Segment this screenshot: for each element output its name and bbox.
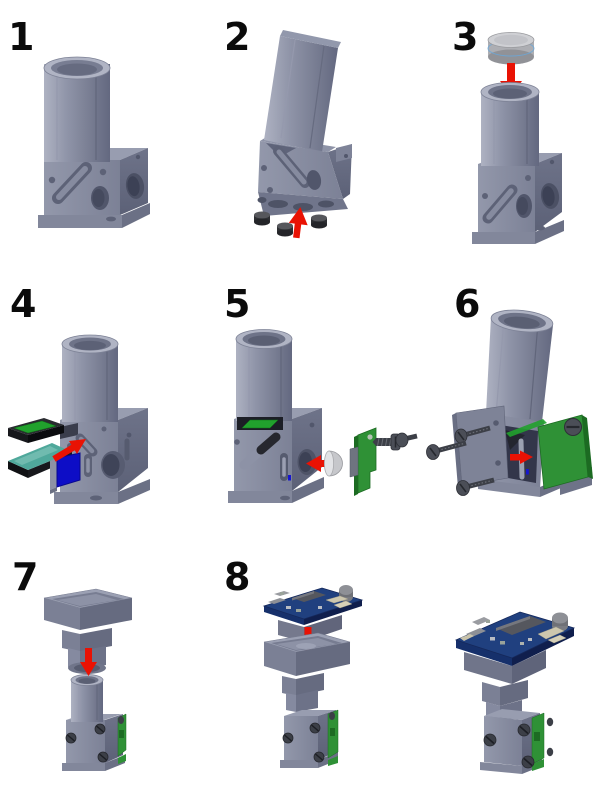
green-pcb-edge (327, 709, 339, 766)
screw (454, 425, 491, 444)
front-slot (52, 162, 92, 204)
screw-head (546, 747, 554, 757)
step-8-panel: 8 (224, 555, 364, 768)
disc-magnet (311, 214, 327, 229)
insert-arrow-icon (510, 450, 533, 464)
installed-excitation-filter (506, 419, 547, 437)
blue-detail (288, 475, 291, 481)
thumbscrew (564, 418, 582, 436)
step-1-panel: 1 (8, 15, 150, 228)
mounting-plate (452, 405, 509, 488)
emission-filter (50, 452, 81, 494)
fully-assembled-module (454, 611, 576, 774)
step-6-panel: 6 (395, 282, 593, 497)
insert-arrow-icon (288, 207, 308, 239)
screw-head (65, 732, 77, 744)
magnet-pocket (268, 200, 288, 208)
screw-head (309, 722, 321, 734)
condenser-lens (324, 450, 343, 477)
screw-head (483, 733, 497, 747)
camera-tray-adapter (43, 588, 133, 674)
filter-slot-opening (60, 423, 78, 439)
main-housing-body (478, 309, 568, 497)
final-assembly-panel (454, 611, 576, 774)
front-slot (482, 184, 518, 224)
green-pcb-edge (117, 713, 127, 764)
insert-arrow-icon (80, 648, 97, 676)
front-slot (273, 146, 310, 188)
main-housing-body (472, 82, 564, 244)
main-housing-body (54, 334, 150, 504)
screw-head (517, 723, 531, 737)
step-2-panel: 2 (224, 15, 352, 239)
screw-head (521, 755, 535, 769)
plate-hole (493, 420, 499, 426)
disc-magnet (277, 222, 293, 237)
step-number: 8 (224, 555, 250, 599)
base-underside (257, 192, 348, 216)
pcb-component (349, 446, 359, 478)
pcb-hole (367, 434, 373, 440)
screw (372, 433, 401, 451)
step-number: 7 (12, 555, 38, 599)
installed-excitation-filter (241, 419, 279, 429)
step-number: 4 (10, 282, 36, 326)
screw-head (97, 751, 109, 763)
front-hole (99, 168, 107, 176)
screw-head (313, 751, 325, 763)
main-housing-body-tilted (257, 30, 352, 216)
step-number: 3 (452, 15, 478, 59)
screw (426, 440, 467, 460)
green-pcb (349, 427, 377, 496)
magnet-pocket (293, 203, 313, 211)
front-hole (48, 176, 56, 184)
step-number: 5 (224, 282, 250, 326)
assembled-body (62, 674, 127, 771)
excitation-filter (8, 418, 64, 443)
step-4-panel: 4 (8, 282, 150, 504)
green-pcb-edge (531, 712, 554, 771)
screw (456, 477, 495, 496)
step-3-panel: 3 (452, 15, 564, 244)
main-housing-body (38, 56, 150, 228)
screw-head (329, 712, 335, 720)
assembled-body-with-tray (263, 632, 351, 768)
step-number: 1 (8, 15, 34, 59)
screw-head (546, 717, 554, 727)
pcb-components (460, 612, 568, 645)
main-housing-body (228, 329, 324, 503)
screw-head (118, 716, 124, 724)
step-7-panel: 7 (12, 555, 133, 771)
screw-partial (395, 432, 418, 448)
lens-disc (487, 32, 535, 65)
pcb-components (268, 585, 353, 612)
step-number: 2 (224, 15, 250, 59)
camera-pcb (262, 585, 364, 642)
disc-magnet (254, 211, 270, 226)
step-number: 6 (454, 282, 480, 326)
diagonal-rod (239, 432, 281, 470)
magnet-pocket (318, 200, 334, 208)
screw-head (282, 732, 294, 744)
plate-hole (495, 460, 501, 466)
insert-arrow-icon (52, 439, 86, 462)
screw-head (94, 723, 106, 735)
step-5-panel: 5 (224, 282, 401, 503)
